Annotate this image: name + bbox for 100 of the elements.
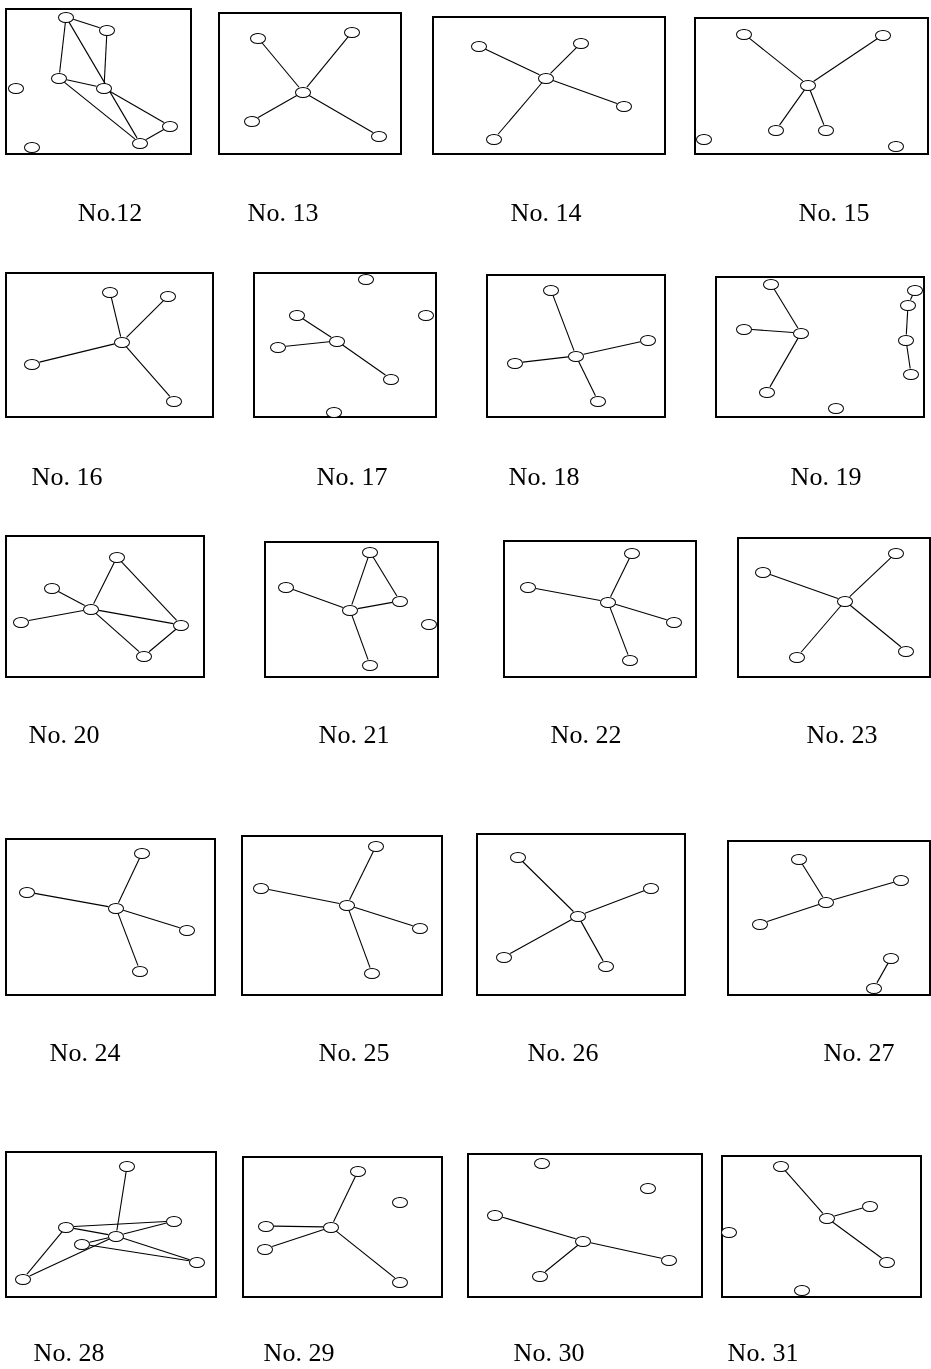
panel-caption: No. 28 (33, 1340, 105, 1366)
connector-line (522, 860, 574, 913)
network-node (326, 406, 342, 418)
network-panel (476, 833, 686, 996)
network-node (570, 910, 586, 922)
network-node (108, 902, 124, 914)
panel-caption: No. 27 (823, 1040, 895, 1066)
network-node (534, 1157, 550, 1169)
network-node (666, 616, 682, 628)
network-node (879, 1256, 895, 1268)
network-node (350, 1165, 366, 1177)
panel-caption: No. 21 (318, 722, 390, 748)
network-node (828, 402, 844, 414)
connector-line (778, 89, 806, 126)
connector-line (117, 857, 141, 904)
network-node (102, 286, 118, 298)
connector-line (261, 42, 300, 88)
connector-line (552, 80, 618, 104)
network-node (24, 358, 40, 370)
network-node (643, 882, 659, 894)
network-panel (715, 276, 925, 418)
connector-line (372, 556, 398, 597)
network-panel (5, 838, 216, 996)
connector-line (93, 561, 115, 605)
network-node (362, 659, 378, 671)
connector-line (116, 1170, 127, 1232)
connector-line (72, 18, 101, 29)
network-node (622, 654, 638, 666)
connector-line (122, 909, 181, 929)
network-node (543, 284, 559, 296)
network-panel (5, 8, 192, 155)
network-node (189, 1256, 205, 1268)
network-node (510, 851, 526, 863)
connector-line (544, 1244, 579, 1273)
network-node (773, 1160, 789, 1172)
network-node (794, 1284, 810, 1296)
network-node (289, 309, 305, 321)
network-node (532, 1270, 548, 1282)
network-node (96, 82, 112, 94)
panel-caption: No. 15 (798, 200, 870, 226)
connector-line (110, 296, 122, 338)
network-node (160, 290, 176, 302)
connector-line (332, 1175, 357, 1223)
connector-line (800, 605, 842, 653)
connector-line (73, 1220, 167, 1228)
network-node (837, 595, 853, 607)
connector-line (39, 343, 115, 363)
network-panel (432, 16, 666, 155)
network-panel (242, 1156, 443, 1298)
network-node (875, 29, 891, 41)
network-panel (5, 1151, 217, 1298)
network-panel (486, 274, 666, 418)
network-node (51, 72, 67, 84)
network-node (575, 1235, 591, 1247)
network-node (13, 616, 29, 628)
connector-line (308, 95, 374, 133)
network-node (383, 373, 399, 385)
network-node (471, 40, 487, 52)
network-node (800, 79, 816, 91)
network-node (250, 32, 266, 44)
network-node (119, 1160, 135, 1172)
network-node (179, 924, 195, 936)
connector-line (748, 37, 804, 82)
network-node (590, 395, 606, 407)
network-node (368, 840, 384, 852)
connector-line (122, 1222, 168, 1235)
network-node (573, 37, 589, 49)
network-node (392, 1276, 408, 1288)
panel-caption: No. 22 (550, 722, 622, 748)
network-node (74, 1238, 90, 1250)
network-node (344, 26, 360, 38)
network-node (392, 1196, 408, 1208)
connector-line (89, 1244, 190, 1262)
network-node (793, 327, 809, 339)
network-node (789, 651, 805, 663)
network-node (270, 341, 286, 353)
connector-line (357, 601, 393, 610)
connector-line (63, 81, 136, 140)
network-node (568, 350, 584, 362)
panel-caption: No. 29 (263, 1340, 335, 1366)
network-node (791, 853, 807, 865)
connector-line (773, 288, 799, 329)
network-node (323, 1221, 339, 1233)
connector-line (535, 587, 601, 602)
network-node (898, 645, 914, 657)
connector-line (849, 556, 892, 598)
connector-line (257, 94, 298, 119)
panel-caption: No. 25 (318, 1040, 390, 1066)
connector-line (784, 1170, 824, 1214)
connector-line (145, 128, 165, 141)
connector-line (122, 1237, 191, 1261)
network-node (83, 603, 99, 615)
network-node (339, 899, 355, 911)
connector-line (285, 341, 330, 347)
network-node (640, 334, 656, 346)
network-panel (5, 535, 205, 678)
network-node (364, 967, 380, 979)
connector-line (584, 890, 645, 914)
network-node (132, 137, 148, 149)
connector-line (353, 906, 414, 927)
